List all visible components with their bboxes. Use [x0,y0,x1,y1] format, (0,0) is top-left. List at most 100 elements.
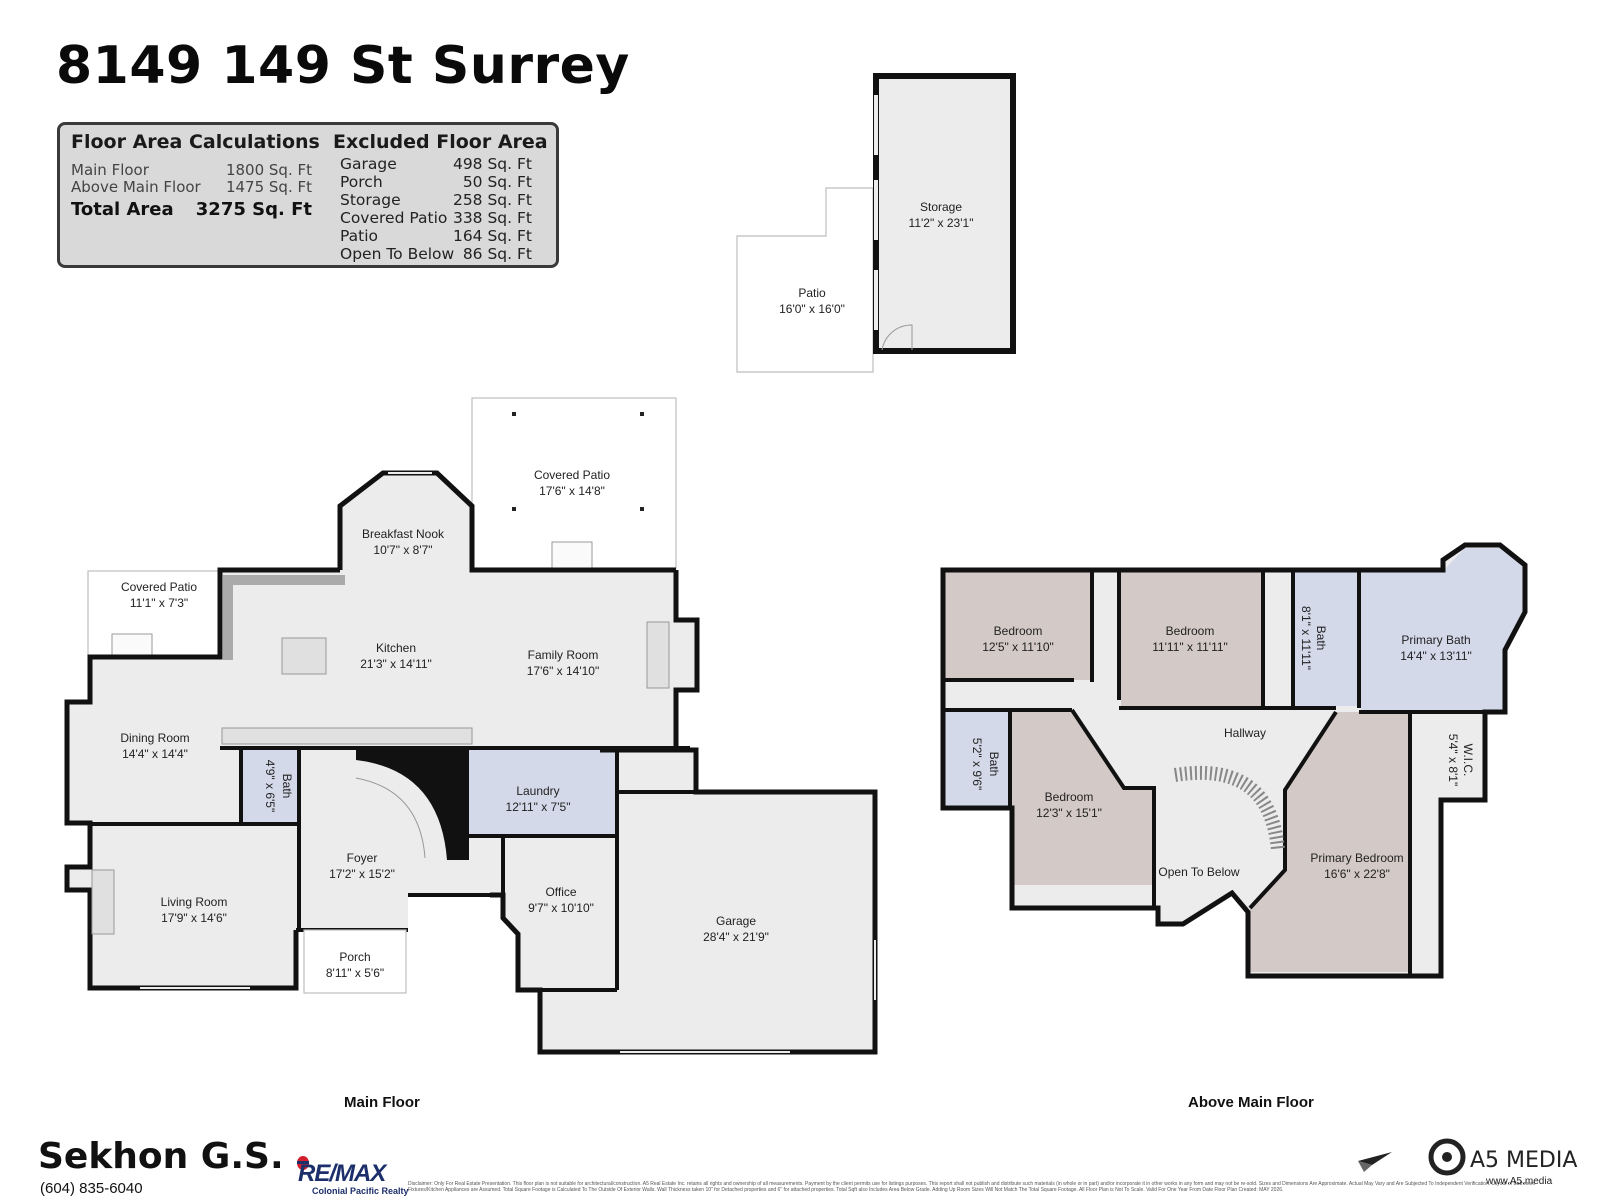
excluded-row-label: Porch [340,173,383,191]
disclaimer-text: Disclaimer: Only For Real Estate Present… [408,1181,1536,1193]
family-room-dims: 17'6" x 14'10" [527,664,600,678]
dining-room-dims: 14'4" x 14'4" [122,747,188,761]
wall [940,542,1528,979]
open-to-below-label: Open To Below [1158,865,1239,879]
above-floor-label: Above Main Floor [1188,1094,1314,1111]
excluded-row-value: 50 Sq. Ft [462,173,532,191]
excluded-area-heading: Excluded Floor Area [333,131,548,153]
bedroom-label: Bedroom [994,624,1043,638]
living-room-dims: 17'9" x 14'6" [161,911,227,925]
foyer-dims: 17'2" x 15'2" [329,867,395,881]
kitchen-counter [223,575,345,660]
bedroom-dims: 11'11" x 11'11" [1152,640,1228,654]
primary-bedroom-label: Primary Bedroom [1310,851,1403,865]
area-row-label: Above Main Floor [71,178,201,196]
bedroom-dims: 12'5" x 11'10" [982,640,1054,654]
area-row-value: 1800 Sq. Ft [225,161,312,179]
excluded-row-value: 86 Sq. Ft [462,245,532,263]
floor-area-heading: Floor Area Calculations [71,131,320,153]
breakfast-nook-label: Breakfast Nook [362,527,445,541]
bath-up2-room [945,712,1008,806]
laundry-room [467,750,617,836]
bedroom-label: Bedroom [1045,790,1094,804]
area-row-value: 1475 Sq. Ft [225,178,312,196]
compass-icon [1358,1152,1392,1172]
patio-dims: 16'0" x 16'0" [779,302,845,316]
garage-label: Garage [716,914,756,928]
bedroom1-room [945,572,1090,680]
kitchen-label: Kitchen [376,641,416,655]
porch-dims: 8'11" x 5'6" [326,966,384,980]
primary-bath-room [1361,548,1523,712]
primary-bedroom-dims: 16'6" x 22'8" [1324,867,1390,881]
hallway-label: Hallway [1224,726,1266,740]
bath-dims: 4'9" x 6'5" [263,760,277,812]
foyer-label: Foyer [347,851,378,865]
excluded-row-label: Open To Below [340,245,455,263]
bedroom2-room [1121,572,1261,706]
wall [1248,710,1338,910]
dining-room-label: Dining Room [120,731,189,745]
covered-patio-dims: 17'6" x 14'8" [539,484,605,498]
room-labels: Storage 11'2" x 23'1" Patio 16'0" x 16'0… [120,200,1475,980]
laundry-label: Laundry [516,784,559,798]
post-marker [640,507,644,511]
covered-patio-label: Covered Patio [534,468,610,482]
excluded-row-label: Storage [340,191,401,209]
company-name: A5 MEDIA [1470,1148,1578,1173]
living-room-label: Living Room [161,895,228,909]
post-marker [640,412,644,416]
excluded-row-value: 258 Sq. Ft [452,191,532,209]
primary-bath-label: Primary Bath [1401,633,1470,647]
patio-label: Patio [798,286,826,300]
excluded-row-value: 498 Sq. Ft [452,155,532,173]
a5-logo-icon [1428,1138,1466,1176]
bath-main-room [241,748,299,824]
wall [337,470,676,573]
wic-dims: 5'4" x 8'1" [1446,734,1460,786]
office-dims: 9'7" x 10'10" [528,901,594,915]
laundry-dims: 12'11" x 7'5" [506,800,571,814]
fireplace [646,621,670,689]
excluded-row-label: Patio [340,227,379,245]
above-floor-plan [940,542,1528,979]
area-row-label: Main Floor [71,161,149,179]
post-marker [512,507,516,511]
patio-steps [551,541,593,570]
breakfast-nook-dims: 10'7" x 8'7" [373,543,432,557]
kitchen-island [281,637,327,675]
main-floor-plan [64,397,878,1055]
storage-door [881,324,913,351]
bedroom-dims: 12'3" x 15'1" [1036,806,1102,820]
staircase-dark [356,750,467,860]
storage-room [873,73,1016,354]
patio-steps [111,633,153,657]
agent-phone: (604) 835-6040 [40,1180,143,1197]
bedroom3-room [1010,712,1154,885]
staircase-curve [1173,765,1285,851]
remax-balloon-icon [297,1156,309,1170]
brokerage-logo: RE/MAX [298,1160,386,1187]
covered-patio-back [471,397,677,569]
porch-outline [303,929,407,994]
excluded-row-value: 338 Sq. Ft [452,209,532,227]
staircase-curve [355,777,426,859]
company-url: www.A5.media [1486,1176,1553,1187]
excluded-row-label: Garage [340,155,397,173]
bath-label: Bath [987,752,1001,777]
bath-dims: 5'2" x 9'6" [970,738,984,790]
garage-dims: 28'4" x 21'9" [703,930,769,944]
office-label: Office [545,885,576,899]
page-title: 8149 149 St Surrey [56,36,630,96]
wic-label: W.I.C. [1461,744,1475,777]
bath-label: Bath [1314,626,1328,651]
area-summary-panel: Floor Area Calculations Main Floor 1800 … [57,122,559,268]
porch-label: Porch [339,950,370,964]
covered-patio-side [87,570,221,658]
fireplace [91,869,115,935]
wall [1070,708,1156,908]
bath-dims: 8'1" x 11'11" [1299,606,1313,670]
covered-patio-dims: 11'1" x 7'3" [130,596,188,610]
primary-bath-dims: 14'4" x 13'11" [1400,649,1472,663]
